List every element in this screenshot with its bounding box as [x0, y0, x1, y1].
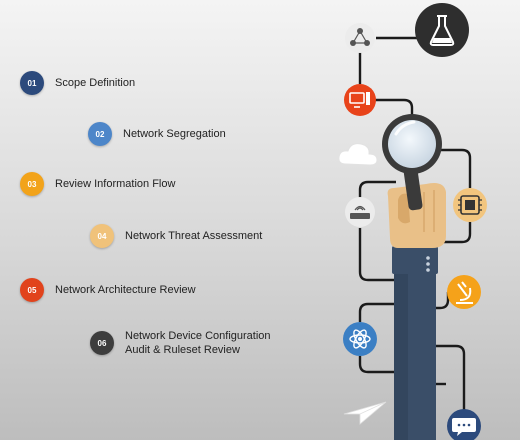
step-06: 06 Network Device Configuration Audit & …	[90, 329, 271, 357]
step-05: 05 Network Architecture Review	[20, 278, 196, 302]
microscope-icon	[447, 275, 481, 309]
hand	[387, 183, 446, 248]
step-number-badge: 05	[20, 278, 44, 302]
step-number-badge: 06	[90, 331, 114, 355]
step-02: 02 Network Segregation	[88, 122, 226, 146]
step-number-badge: 03	[20, 172, 44, 196]
step-label-line-1: Network Device Configuration	[125, 330, 271, 342]
step-label: Network Architecture Review	[55, 284, 196, 296]
step-label: Network Segregation	[123, 128, 226, 140]
router-icon	[345, 197, 375, 227]
step-number-badge: 02	[88, 122, 112, 146]
chip-icon	[453, 188, 487, 222]
step-03: 03 Review Information Flow	[20, 172, 175, 196]
step-04: 04 Network Threat Assessment	[90, 224, 262, 248]
network-share-icon	[345, 23, 375, 53]
computer-icon	[344, 84, 376, 116]
arm-sleeve	[392, 246, 438, 440]
magnifier-handle	[403, 165, 423, 211]
paper-plane-icon	[343, 401, 387, 425]
chat-icon	[447, 409, 481, 440]
step-label-line-2: Audit & Ruleset Review	[125, 344, 240, 356]
step-number-badge: 01	[20, 71, 44, 95]
step-label: Network Device Configuration Audit & Rul…	[125, 329, 271, 357]
step-01: 01 Scope Definition	[20, 71, 135, 95]
step-label: Review Information Flow	[55, 178, 176, 190]
step-label: Network Threat Assessment	[125, 230, 263, 242]
step-label: Scope Definition	[55, 77, 136, 89]
step-number-badge: 04	[90, 224, 114, 248]
magnifier-lens	[382, 114, 442, 174]
flask-icon	[415, 3, 469, 57]
atom-icon	[343, 322, 377, 356]
cloud-icon	[338, 143, 378, 166]
